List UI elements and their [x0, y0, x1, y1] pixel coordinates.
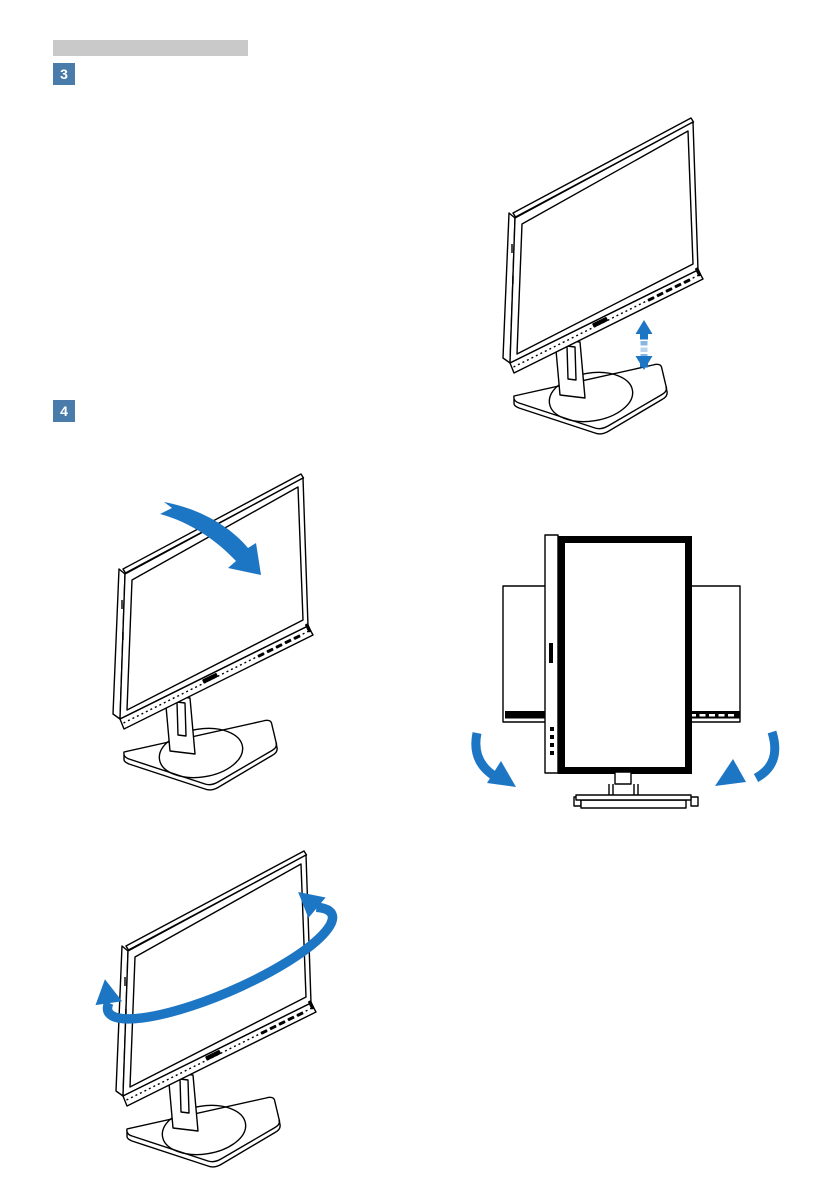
- side-control-buttons: [550, 727, 554, 755]
- portrait-monitor: [544, 534, 692, 785]
- pivot-illustration: [471, 534, 780, 809]
- brand-logo-mark: [549, 643, 553, 663]
- tilt-arrow-icon: [160, 502, 261, 575]
- tilt-illustration: [112, 473, 314, 791]
- step-4-badge: 4: [53, 400, 75, 422]
- pivot-arrow-left-icon: [471, 732, 516, 787]
- height-arrow-icon: [635, 320, 653, 370]
- stand-base: [573, 784, 699, 809]
- monitor-line-art: [502, 117, 704, 435]
- swivel-illustration: [95, 850, 338, 1168]
- pivot-arrow-right-icon: [715, 730, 780, 786]
- redacted-section-title-bar: [53, 40, 248, 56]
- swivel-arrow-icon: [95, 891, 338, 1024]
- height-adjustment-illustration: [502, 117, 704, 435]
- monitor-line-art: [115, 850, 317, 1168]
- stand-hinge: [614, 771, 632, 785]
- step-3-badge: 3: [53, 63, 75, 85]
- bezel-control-buttons: [690, 714, 734, 717]
- landscape-monitor-right: [683, 585, 741, 723]
